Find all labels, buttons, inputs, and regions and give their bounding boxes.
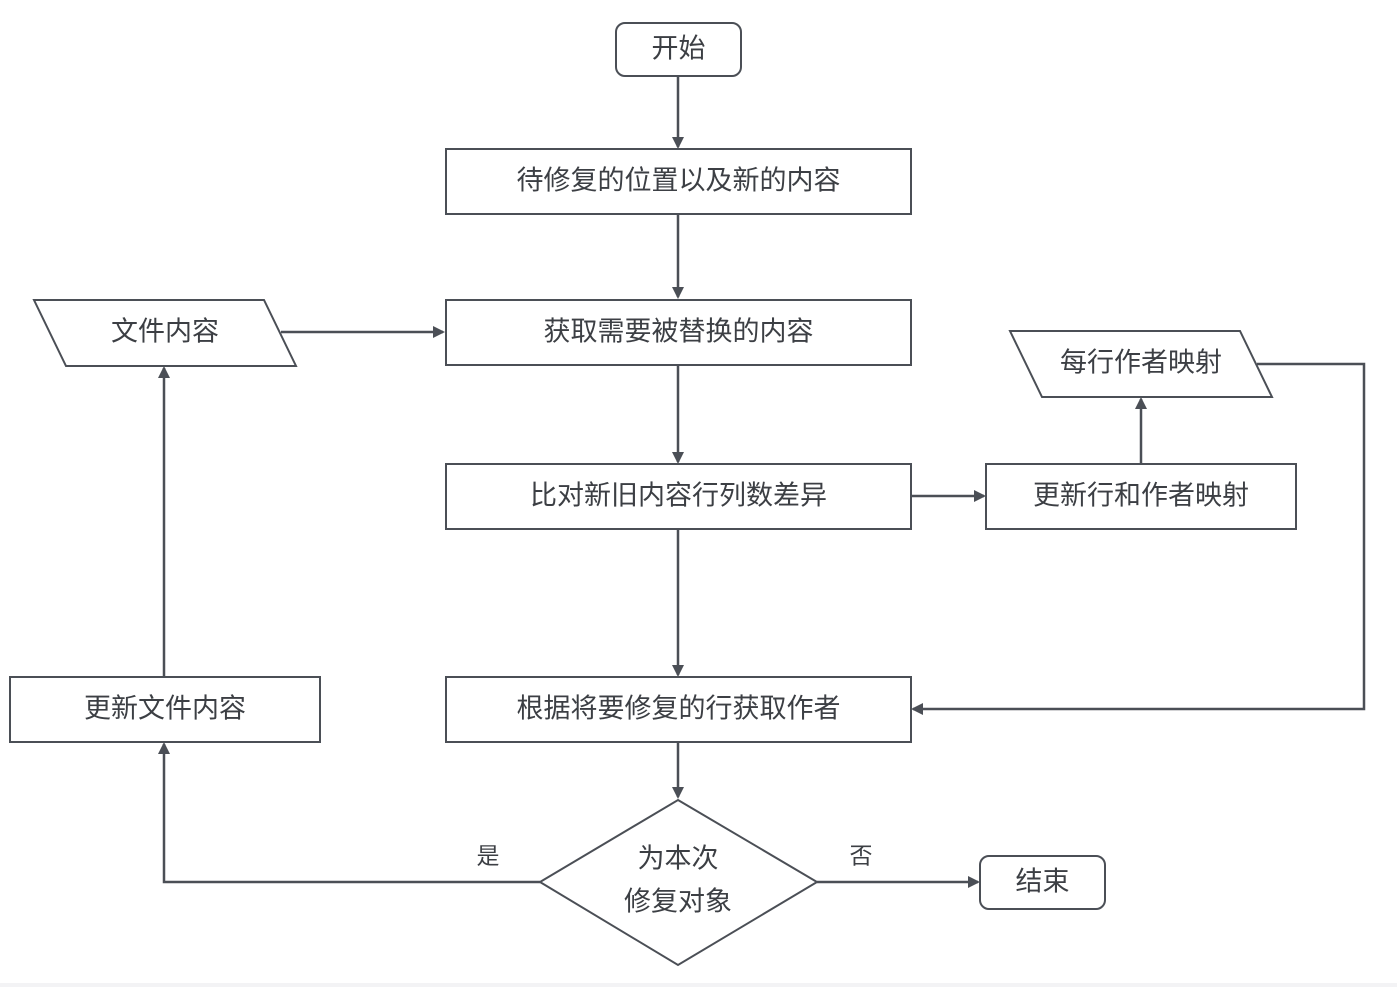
node-decision-label-line2: 修复对象: [624, 887, 732, 918]
edge-line-author-map-to-get-author: [911, 362, 1366, 715]
edge-label-no: 否: [850, 844, 873, 870]
node-line-author-map-label: 每行作者映射: [1060, 348, 1222, 379]
node-get-author-label: 根据将要修复的行获取作者: [517, 694, 841, 725]
node-file-content: 文件内容: [32, 299, 298, 367]
node-pending-location-label: 待修复的位置以及新的内容: [517, 166, 841, 197]
node-pending-location: 待修复的位置以及新的内容: [445, 148, 912, 215]
node-start: 开始: [615, 22, 742, 77]
node-get-replace-content-label: 获取需要被替换的内容: [544, 317, 814, 348]
node-decision-label-line1: 为本次: [638, 844, 719, 875]
node-get-author: 根据将要修复的行获取作者: [445, 676, 912, 743]
node-file-content-label: 文件内容: [111, 317, 219, 348]
node-end: 结束: [979, 855, 1106, 910]
node-get-replace-content: 获取需要被替换的内容: [445, 299, 912, 366]
node-compare-diff-label: 比对新旧内容行列数差异: [530, 481, 827, 512]
node-update-map-label: 更新行和作者映射: [1033, 481, 1249, 512]
node-update-file: 更新文件内容: [9, 676, 321, 743]
node-line-author-map: 每行作者映射: [1008, 330, 1274, 398]
node-compare-diff: 比对新旧内容行列数差异: [445, 463, 912, 530]
node-start-label: 开始: [652, 34, 706, 65]
node-update-map: 更新行和作者映射: [985, 463, 1297, 530]
edge-label-yes: 是: [477, 844, 500, 870]
edge-decision-yes-to-update-file: [158, 742, 540, 884]
node-end-label: 结束: [1016, 867, 1070, 898]
bottom-strip: [0, 983, 1397, 987]
edges: [158, 77, 1366, 888]
node-update-file-label: 更新文件内容: [84, 694, 246, 725]
node-decision: 为本次 修复对象: [538, 798, 819, 967]
